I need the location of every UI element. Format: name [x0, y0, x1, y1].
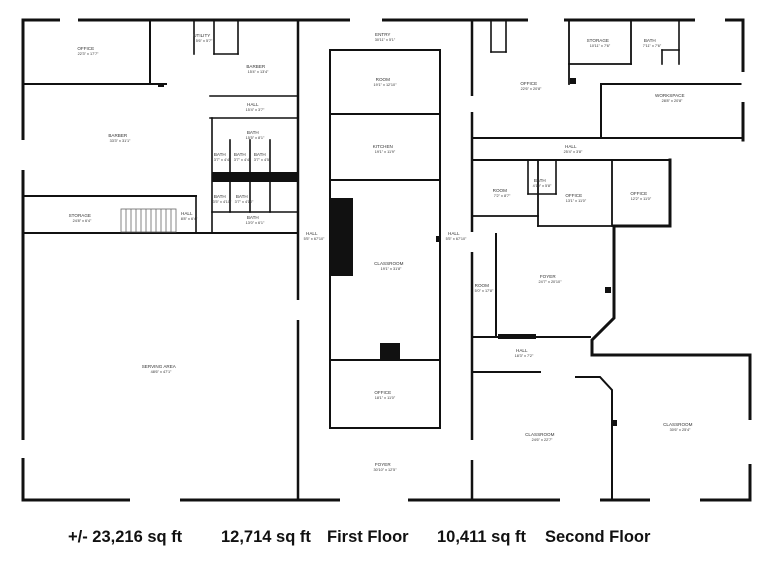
doorway — [470, 232, 474, 252]
column — [158, 83, 164, 87]
room-label-serving-area: SERVING AREA 48'6" x 47'1" — [142, 355, 181, 374]
room-label-office-mid1: OFFICE 13'1" x 11'0" — [565, 184, 587, 203]
column — [498, 334, 536, 339]
doorway — [470, 440, 474, 460]
first-floor-area: 12,714 sq ft — [221, 528, 311, 546]
window — [560, 498, 600, 502]
stairs — [120, 208, 177, 233]
window — [695, 18, 725, 22]
window — [60, 18, 78, 22]
second-floor-area: 10,411 sq ft — [437, 528, 526, 546]
room-label-hall-stair: HALL 8'8" x 6'4" — [181, 202, 198, 221]
room-label-hall-upper: HALL 15'4" x 3'7" — [246, 93, 265, 112]
room-label-room-mid: ROOM 7'2" x 8'7" — [493, 179, 512, 198]
outer-wall-east-mid — [590, 158, 672, 357]
room-label-bath-upper: BATH 15'5" x 8'1" — [246, 121, 265, 140]
room-label-utility: UTILITY 5'6" x 5'7" — [193, 24, 215, 43]
room-label-room-top: ROOM 19'1" x 12'10" — [374, 68, 398, 87]
bath-partition — [212, 172, 298, 182]
room-label-bath-lower: BATH 13'0" x 6'1" — [246, 206, 265, 225]
room-label-hall-w: HALL 5'5" x 67'10" — [304, 222, 325, 241]
total-area: +/- 23,216 sq ft — [68, 528, 183, 546]
room-label-office-ne: OFFICE 22'6" x 20'8" — [520, 72, 542, 91]
room-label-hall-c: HALL 5'5" x 67'10" — [446, 222, 467, 241]
room-label-barber-top: BARBER 15'4" x 13'4" — [246, 55, 269, 74]
column — [436, 236, 440, 242]
window — [130, 498, 180, 502]
room-label-workspace: WORKSPACE 28'8" x 20'8" — [655, 84, 689, 103]
window — [650, 498, 700, 502]
room-label-foyer-e: FOYER 24'7" x 20'10" — [539, 265, 563, 284]
room-label-entry: ENTRY 30'11" x 5'1" — [375, 23, 396, 42]
room-label-bath-d: BATH 3'5" x 4'10" — [213, 185, 232, 204]
floor-plan: OFFICE 22'3" x 17'7" UTILITY 5'6" x 5'7"… — [21, 18, 752, 502]
window — [350, 18, 382, 22]
room-label-storage-w: STORAGE 24'8" x 6'4" — [69, 204, 96, 223]
window — [340, 498, 408, 502]
room-label-classroom-c: CLASSROOM 19'1" x 31'8" — [374, 252, 408, 271]
walls — [21, 18, 752, 502]
room-label-office-mid2: OFFICE 12'2" x 11'0" — [630, 182, 652, 201]
room-label-bath-b: BATH 3'7" x 4'4" — [234, 143, 251, 162]
room-label-hall-east: HALL 25'4" x 3'8" — [564, 135, 583, 154]
first-floor-label: First Floor — [327, 528, 409, 546]
column — [612, 420, 617, 426]
room-label-barber-left: BARBER 33'3" x 31'1" — [108, 124, 131, 143]
openings — [21, 18, 752, 502]
window — [21, 140, 25, 170]
room-label-classroom-se1: CLASSROOM 24'6" x 22'7" — [525, 423, 559, 442]
second-floor-label: Second Floor — [545, 528, 651, 546]
room-label-bath-a: BATH 3'7" x 4'4" — [214, 143, 231, 162]
kitchen-counter — [331, 198, 353, 276]
fixtures — [120, 78, 617, 426]
room-label-bath-ne: BATH 7'11" x 7'6" — [643, 29, 662, 48]
room-label-room-narrow: ROOM 5'0" x 17'8" — [475, 274, 494, 293]
column — [605, 287, 611, 293]
room-label-bath-mid: BATH 4'10" x 5'8" — [533, 169, 552, 188]
outer-wall-south — [21, 18, 752, 502]
room-label-classroom-se2: CLASSROOM 30'6" x 25'4" — [663, 413, 697, 432]
window — [21, 440, 25, 458]
wall — [575, 376, 613, 501]
room-label-office-c: OFFICE 18'1" x 11'0" — [374, 381, 396, 400]
column — [380, 343, 400, 360]
room-label-office-nw: OFFICE 22'3" x 17'7" — [77, 37, 99, 56]
window — [748, 420, 752, 464]
doorway — [296, 300, 300, 320]
room-label-storage-ne: STORAGE 10'11" x 7'6" — [587, 29, 614, 48]
room-label-bath-e: BATH 3'7" x 4'10" — [235, 185, 254, 204]
room-label-kitchen: KITCHEN 19'1" x 11'9" — [373, 135, 398, 154]
room-label-foyer-s: FOYER 30'10" x 12'5" — [374, 453, 398, 472]
column — [570, 78, 576, 84]
area-summary: +/- 23,216 sq ft 12,714 sq ft First Floo… — [0, 524, 762, 554]
doorway — [470, 96, 474, 112]
room-label-hall-low: HALL 18'3" x 7'2" — [515, 339, 534, 358]
window — [528, 18, 564, 22]
window — [741, 72, 745, 102]
room-labels: OFFICE 22'3" x 17'7" UTILITY 5'6" x 5'7"… — [69, 23, 697, 472]
room-label-bath-c: BATH 3'7" x 4'5" — [254, 143, 271, 162]
